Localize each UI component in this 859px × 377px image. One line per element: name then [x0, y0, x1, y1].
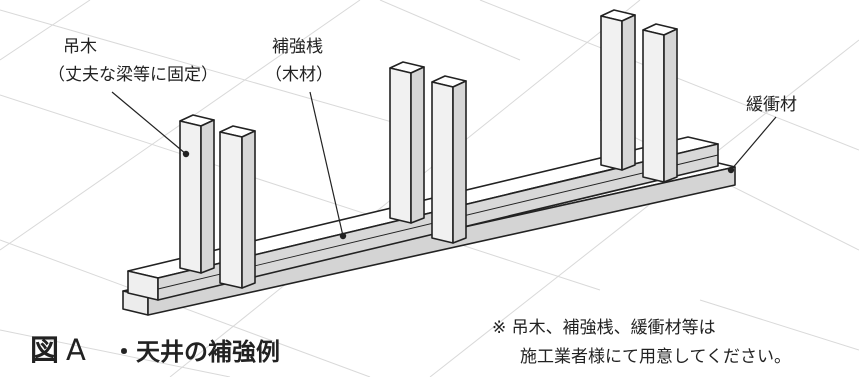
- batten-label: 補強桟: [272, 37, 323, 57]
- note-line-2: 施工業者様にて用意してください。: [520, 347, 791, 367]
- hanger-post-5: [600, 9, 636, 171]
- hanger-label-note: （丈夫な梁等に固定）: [48, 65, 218, 85]
- batten-leader-dot: [339, 232, 347, 240]
- figure-caption-prefix: 図: [30, 333, 59, 367]
- figure-caption-letter: A: [66, 333, 86, 367]
- supply-note: ※ 吊木、補強桟、緩衝材等は 施工業者様にて用意してください。: [492, 318, 791, 367]
- figure-caption: 図 A ・天井の補強例: [30, 333, 280, 367]
- batten-label-note: （木材）: [265, 65, 333, 85]
- hanger-post-6: [642, 23, 678, 183]
- hanger-post-1: [179, 114, 215, 274]
- figure-caption-title: ・天井の補強例: [112, 338, 280, 366]
- cushion-label: 緩衝材: [746, 95, 797, 115]
- cushion-leader-dot: [727, 166, 735, 174]
- hanger-post-4: [431, 75, 467, 244]
- hanger-label: 吊木: [63, 37, 97, 57]
- hanger-post-2: [219, 125, 256, 289]
- hanger-leader-dot: [182, 150, 190, 158]
- note-line-1: ※ 吊木、補強桟、緩衝材等は: [492, 318, 716, 338]
- hanger-post-3: [389, 61, 425, 224]
- leader-dots: [182, 150, 735, 240]
- leader-lines: [111, 91, 777, 237]
